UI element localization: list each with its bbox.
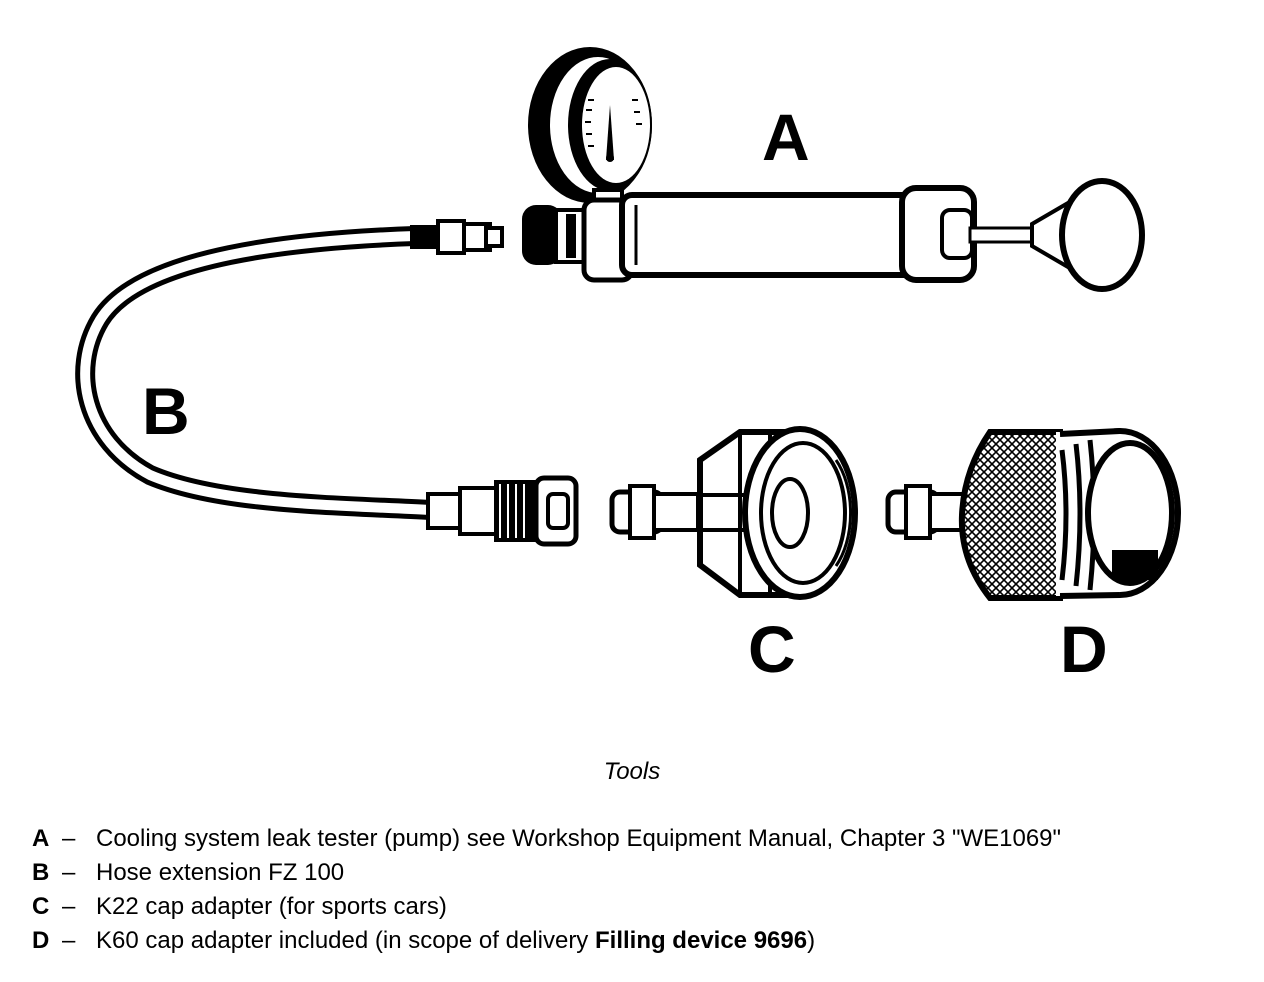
legend-item: A – Cooling system leak tester (pump) se… <box>32 822 1061 856</box>
legend-item: B – Hose extension FZ 100 <box>32 856 1061 890</box>
legend-dash: – <box>62 825 76 852</box>
hose-extension-drawing <box>75 219 579 547</box>
pressure-gauge-icon <box>528 47 652 214</box>
tools-illustration: A B C D <box>75 47 1181 686</box>
callout-c: C <box>748 612 796 686</box>
legend-dash: – <box>62 893 76 920</box>
legend-text: Cooling system leak tester (pump) see Wo… <box>96 825 1062 852</box>
legend-key: D <box>32 927 50 954</box>
legend-key: B <box>32 859 50 886</box>
legend-dash: – <box>62 927 76 954</box>
k22-cap-adapter-drawing <box>609 426 858 600</box>
legend-item: C – K22 cap adapter (for sports cars) <box>32 890 1061 924</box>
callout-a: A <box>762 100 810 174</box>
callout-b: B <box>142 374 190 448</box>
legend-item: D – K60 cap adapter included (in scope o… <box>32 924 1061 958</box>
legend-text-tail: ) <box>807 927 816 954</box>
legend-text: K60 cap adapter included (in scope of de… <box>96 927 595 954</box>
legend-text: Hose extension FZ 100 <box>96 859 345 886</box>
legend-list: A – Cooling system leak tester (pump) se… <box>32 822 1061 958</box>
figure-caption: Tools <box>603 758 661 785</box>
hose-lower-coupling <box>426 475 579 547</box>
legend-dash: – <box>62 859 76 886</box>
legend-key: C <box>32 893 50 920</box>
tools-drawing <box>75 47 1181 601</box>
callout-d: D <box>1060 612 1108 686</box>
legend-text: K22 cap adapter (for sports cars) <box>96 893 447 920</box>
hose-upper-coupling <box>410 219 504 255</box>
leak-tester-pump-drawing <box>522 47 1145 292</box>
legend-text-bold: Filling device 9696 <box>594 927 808 954</box>
k60-cap-adapter-drawing <box>885 428 1181 601</box>
legend-key: A <box>32 825 50 852</box>
